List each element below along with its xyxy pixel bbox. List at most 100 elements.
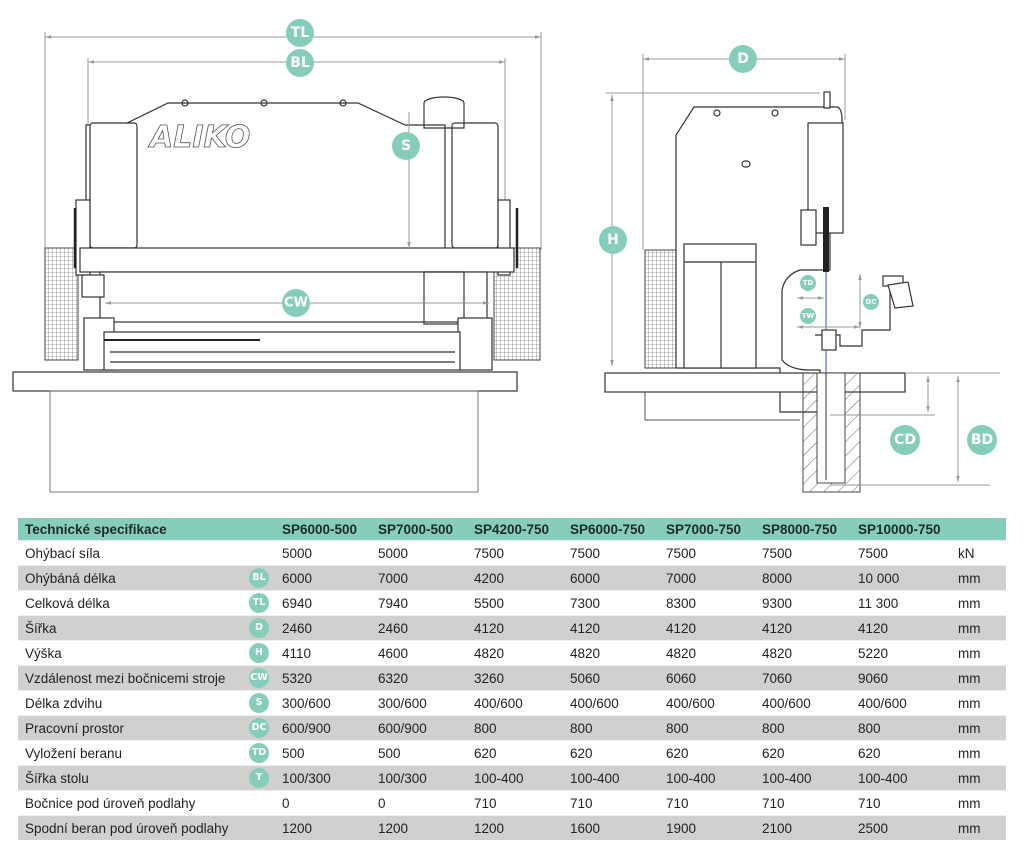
cell-value: 1200 [474,815,570,840]
cell-value: 7000 [378,565,474,591]
cell-value: 7060 [762,665,858,691]
cell-value: 1200 [282,815,378,840]
table-title: Technické specifikace [18,518,249,541]
cell-value: 500 [282,740,378,766]
row-label: Vzdálenost mezi bočnicemi stroje [18,665,249,691]
row-label: Pracovní prostor [18,715,249,741]
dimension-badge: S [249,693,269,713]
row-unit: mm [958,615,1006,641]
row-label: Výška [18,640,249,666]
cell-value: 5320 [282,665,378,691]
cell-value: 0 [378,790,474,816]
cell-value: 2500 [858,815,958,840]
model-header: SP10000-750 [858,518,958,541]
dimension-badge: BL [249,568,269,588]
cell-value: 1900 [666,815,762,840]
dim-label-tl: TL [291,25,310,41]
row-unit: mm [958,790,1006,816]
row-badge-cell: T [249,765,282,791]
cell-value: 5220 [858,640,958,666]
dimension-badge: DC [249,718,269,738]
row-label: Spodní beran pod úroveň podlahy [18,815,249,840]
cell-value: 300/600 [378,690,474,716]
cell-value: 4820 [762,640,858,666]
cell-value: 800 [570,715,666,741]
row-unit: mm [958,715,1006,741]
row-unit: mm [958,740,1006,766]
model-header: SP7000-750 [666,518,762,541]
technical-drawing: ALIKO TL BL S CW [12,19,1000,493]
cell-value: 400/600 [762,690,858,716]
dimension-badge: D [249,618,269,638]
model-header: SP6000-500 [282,518,378,541]
dimension-badge: TL [249,593,269,613]
cell-value: 100-400 [762,765,858,791]
cell-value: 7300 [570,590,666,616]
cell-value: 800 [474,715,570,741]
row-label: Celková délka [18,590,249,616]
row-badge-cell: D [249,615,282,641]
model-header: SP6000-750 [570,518,666,541]
cell-value: 800 [666,715,762,741]
cell-value: 7500 [570,540,666,566]
aliko-logo: ALIKO [148,120,250,155]
row-badge-cell: H [249,640,282,666]
row-label: Ohýbací síla [18,540,249,566]
cell-value: 1200 [378,815,474,840]
row-badge-cell: TL [249,590,282,616]
dimension-badge: T [249,768,269,788]
dim-label-cw: CW [284,296,308,311]
row-badge-cell: TD [249,740,282,766]
dimension-badge: TD [249,743,269,763]
cell-value: 7500 [858,540,958,566]
header-unit-spacer [958,518,1006,541]
row-badge-cell [249,790,282,816]
cell-value: 800 [762,715,858,741]
row-unit: mm [958,640,1006,666]
cell-value: 710 [666,790,762,816]
cell-value: 10 000 [858,565,958,591]
row-unit: mm [958,815,1006,840]
row-unit: mm [958,765,1006,791]
cell-value: 100-400 [474,765,570,791]
cell-value: 7000 [666,565,762,591]
cell-value: 100/300 [282,765,378,791]
cell-value: 500 [378,740,474,766]
row-label: Šířka [18,615,249,641]
cell-value: 100/300 [378,765,474,791]
cell-value: 4120 [762,615,858,641]
row-label: Délka zdvihu [18,690,249,716]
dim-label-d: D [737,51,749,67]
dim-label-td: TD [803,279,814,287]
cell-value: 7500 [474,540,570,566]
dim-label-dc: DC [866,298,877,306]
model-header: SP8000-750 [762,518,858,541]
cell-value: 620 [858,740,958,766]
cell-value: 3260 [474,665,570,691]
side-safety-guard [644,249,677,369]
dimension-badge: CW [249,668,269,688]
cell-value: 4200 [474,565,570,591]
cell-value: 620 [474,740,570,766]
cell-value: 400/600 [570,690,666,716]
cell-value: 1600 [570,815,666,840]
row-unit: mm [958,565,1006,591]
side-view: D H TD DC TW CD BD [599,45,1000,493]
cell-value: 100-400 [858,765,958,791]
cell-value: 100-400 [570,765,666,791]
cell-value: 6000 [282,565,378,591]
dim-label-cd: CD [894,432,916,448]
dim-label-s: S [401,138,411,154]
row-badge-cell [249,815,282,840]
cell-value: 4120 [858,615,958,641]
row-label: Vyložení beranu [18,740,249,766]
cell-value: 710 [570,790,666,816]
cell-value: 710 [762,790,858,816]
row-badge-cell: DC [249,715,282,741]
cell-value: 600/900 [378,715,474,741]
front-view: ALIKO TL BL S CW [12,19,542,493]
